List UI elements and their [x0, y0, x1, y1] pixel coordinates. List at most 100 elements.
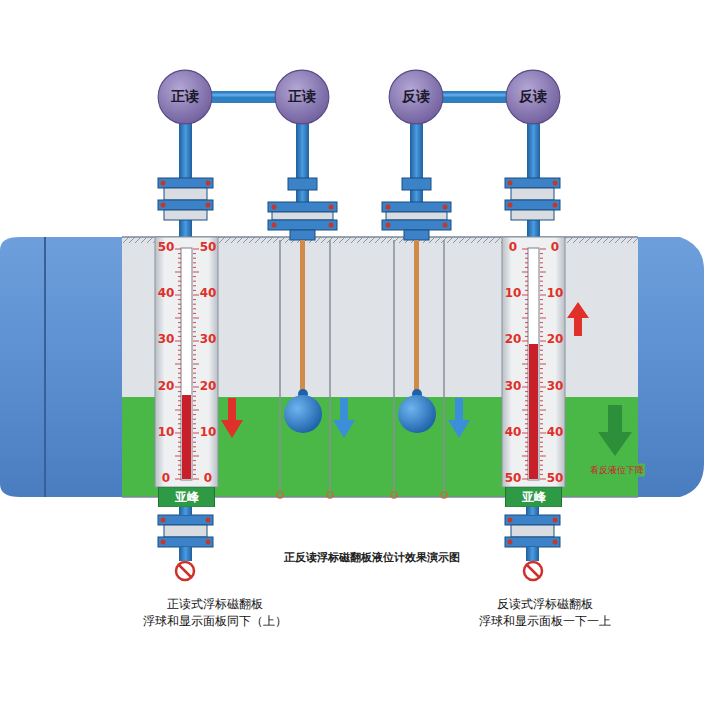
scale-tick	[193, 304, 196, 305]
scale-tick	[525, 308, 528, 309]
scale-tick	[178, 299, 181, 300]
scale-tick	[193, 460, 196, 461]
scale-tick	[193, 308, 196, 309]
scale-tick	[540, 423, 543, 424]
scale-tick	[525, 382, 528, 383]
scale-tick	[193, 276, 196, 277]
scale-tick	[540, 419, 543, 420]
scale-tick	[540, 451, 543, 452]
scale-tick	[178, 285, 181, 286]
scale-tick	[525, 400, 528, 401]
scale-tick	[540, 341, 546, 342]
scale-tick	[540, 359, 543, 360]
scale-tick	[540, 442, 543, 443]
scale-tick	[540, 368, 543, 369]
scale-tick	[525, 474, 528, 475]
scale-tick	[178, 359, 181, 360]
gauge-description: 正读式浮标磁翻板 浮球和显示面板同下（上）	[130, 596, 300, 631]
scale-tick	[178, 258, 181, 259]
scale-tick	[525, 396, 528, 397]
scale-tick	[193, 295, 199, 296]
scale-tick	[540, 336, 543, 337]
reading-mode-circle: 反读	[505, 69, 561, 125]
scale-tick	[540, 345, 543, 346]
scale-tick	[193, 474, 196, 475]
scale-tick	[178, 460, 181, 461]
scale-tick	[193, 258, 196, 259]
scale-tick	[540, 465, 543, 466]
scale-tick	[193, 405, 196, 406]
scale-tick	[175, 387, 181, 388]
scale-tick	[540, 387, 546, 388]
reading-mode-circle: 反读	[388, 69, 444, 125]
scale-tick	[540, 350, 543, 351]
scale-tick	[178, 465, 181, 466]
scale-number: 0	[162, 471, 170, 485]
mode-label: 反读	[402, 88, 430, 106]
scale-tick	[178, 267, 181, 268]
scale-tick	[525, 437, 528, 438]
scale-number: 30	[200, 332, 217, 346]
scale-tick	[178, 253, 181, 254]
scale-number: 10	[158, 425, 175, 439]
scale-tick	[525, 299, 528, 300]
scale-tick	[525, 336, 528, 337]
scale-tick	[525, 359, 528, 360]
scale-tick	[525, 290, 528, 291]
scale-tick	[540, 249, 546, 250]
scale-tick	[525, 281, 528, 282]
scale-tick	[540, 313, 543, 314]
scale-tick	[540, 428, 543, 429]
scale-number: 40	[505, 425, 522, 439]
scale-tick	[525, 465, 528, 466]
scale-tick	[522, 479, 528, 480]
scale-tick	[193, 428, 196, 429]
scale-tick	[540, 322, 543, 323]
scale-tick	[540, 308, 543, 309]
scale-number: 20	[200, 379, 217, 393]
scale-tick	[178, 354, 181, 355]
mode-label: 正读	[288, 88, 316, 106]
scale-tick	[178, 437, 181, 438]
scale-tick	[193, 299, 196, 300]
scale-tick	[540, 304, 543, 305]
scale-number: 0	[204, 471, 212, 485]
scale-tick	[522, 272, 528, 273]
scale-tick	[193, 368, 196, 369]
scale-tick	[175, 433, 181, 434]
scale-tick	[178, 469, 181, 470]
scale-tick	[178, 396, 181, 397]
scale-tick	[540, 474, 543, 475]
scale-tick	[540, 460, 543, 461]
scale-tick	[178, 446, 181, 447]
scale-tick	[193, 442, 196, 443]
mode-label: 正读	[171, 88, 199, 106]
scale-tick	[525, 442, 528, 443]
scale-tick	[522, 318, 528, 319]
scale-tick	[540, 400, 543, 401]
scale-tick	[193, 322, 196, 323]
scale-number: 40	[200, 286, 217, 300]
scale-tick	[525, 331, 528, 332]
scale-tick	[522, 410, 528, 411]
scale-tick	[178, 391, 181, 392]
tank-body	[122, 237, 638, 497]
scale-tick	[525, 345, 528, 346]
scale-tick	[193, 327, 196, 328]
reading-mode-circle: 正读	[274, 69, 330, 125]
scale-tick	[193, 387, 199, 388]
scale-tick	[175, 456, 181, 457]
scale-tick	[175, 341, 181, 342]
scale-tick	[540, 276, 543, 277]
scale-tick	[178, 313, 181, 314]
scale-tick	[540, 354, 543, 355]
scale-tick	[540, 258, 543, 259]
brand-label: 亚峰	[522, 489, 546, 506]
scale-tick	[525, 405, 528, 406]
scale-tick	[525, 258, 528, 259]
scale-tick	[193, 410, 199, 411]
scale-tick	[525, 350, 528, 351]
scale-tick	[540, 433, 546, 434]
